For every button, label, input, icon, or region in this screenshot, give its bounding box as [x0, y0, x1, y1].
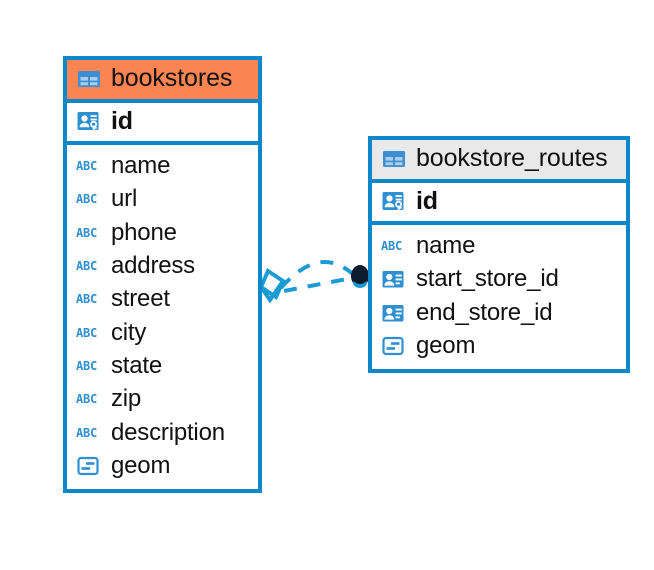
- abc-glyph: ABC: [381, 239, 403, 254]
- field-row-city[interactable]: ABC city: [67, 317, 258, 350]
- abc-glyph: ABC: [76, 359, 98, 374]
- field-label: street: [111, 285, 170, 313]
- field-row-street[interactable]: ABC street: [67, 283, 258, 316]
- text-field-icon: ABC: [76, 154, 102, 178]
- entity-table-bookstores[interactable]: bookstores id ABC: [63, 56, 262, 494]
- table-icon: [381, 147, 407, 171]
- entity-title: bookstores: [111, 64, 233, 92]
- field-list-bookstores: ABC name ABC url ABC phone ABC: [67, 145, 258, 489]
- text-field-icon: ABC: [381, 234, 407, 258]
- abc-glyph: ABC: [76, 292, 98, 307]
- field-label: name: [111, 152, 171, 179]
- text-field-icon: ABC: [76, 321, 102, 345]
- field-row-phone[interactable]: ABC phone: [67, 217, 258, 250]
- abc-glyph: ABC: [76, 259, 98, 274]
- abc-glyph: ABC: [76, 192, 98, 207]
- field-label: start_store_id: [416, 265, 559, 293]
- relationship-line-arc: [279, 260, 357, 290]
- text-field-icon: ABC: [76, 287, 102, 311]
- primary-key-icon: [76, 109, 102, 133]
- field-label: state: [111, 351, 163, 379]
- abc-glyph: ABC: [76, 225, 98, 240]
- filled-circle-marker: [351, 265, 369, 288]
- field-list-bookstore-routes: ABC name start_store_id: [372, 225, 626, 369]
- text-field-icon: ABC: [76, 221, 102, 245]
- geometry-field-icon: [76, 454, 102, 478]
- field-label: name: [416, 232, 476, 259]
- field-label: geom: [111, 451, 171, 479]
- field-row-geom[interactable]: geom: [67, 450, 258, 483]
- field-label: geom: [416, 331, 476, 359]
- entity-table-bookstore-routes[interactable]: bookstore_routes id ABC: [368, 136, 630, 374]
- text-field-icon: ABC: [76, 187, 102, 211]
- table-icon: [76, 67, 102, 91]
- field-row-name[interactable]: ABC name: [67, 150, 258, 183]
- primary-key-row[interactable]: id: [372, 178, 626, 225]
- field-label: description: [111, 418, 225, 446]
- relationship-line-straight: [283, 276, 353, 293]
- abc-glyph: ABC: [76, 159, 98, 174]
- entity-header-bookstores[interactable]: bookstores: [67, 60, 258, 99]
- field-row-start-store-id[interactable]: start_store_id: [372, 263, 626, 296]
- field-label: city: [111, 318, 147, 346]
- text-field-icon: ABC: [76, 254, 102, 278]
- field-row-zip[interactable]: ABC zip: [67, 383, 258, 416]
- primary-key-row[interactable]: id: [67, 98, 258, 145]
- field-label: zip: [111, 385, 142, 413]
- field-row-address[interactable]: ABC address: [67, 250, 258, 283]
- field-row-url[interactable]: ABC url: [67, 183, 258, 216]
- geometry-field-icon: [381, 334, 407, 358]
- text-field-icon: ABC: [76, 421, 102, 445]
- foreign-key-icon: [381, 267, 407, 291]
- field-row-geom[interactable]: geom: [372, 330, 626, 363]
- field-row-description[interactable]: ABC description: [67, 417, 258, 450]
- entity-title: bookstore_routes: [416, 144, 608, 172]
- zero-or-one-diamond-marker: [258, 268, 286, 304]
- abc-glyph: ABC: [76, 425, 98, 440]
- field-row-name[interactable]: ABC name: [372, 230, 626, 263]
- text-field-icon: ABC: [76, 354, 102, 378]
- field-label: address: [111, 251, 195, 279]
- primary-key-label: id: [416, 186, 438, 215]
- field-label: url: [111, 185, 138, 213]
- foreign-key-icon: [381, 301, 407, 325]
- text-field-icon: ABC: [76, 387, 102, 411]
- primary-key-label: id: [111, 106, 133, 135]
- abc-glyph: ABC: [76, 392, 98, 407]
- primary-key-icon: [381, 189, 407, 213]
- field-label: end_store_id: [416, 298, 553, 326]
- field-label: phone: [111, 218, 177, 246]
- abc-glyph: ABC: [76, 325, 98, 340]
- field-row-state[interactable]: ABC state: [67, 350, 258, 383]
- field-row-end-store-id[interactable]: end_store_id: [372, 297, 626, 330]
- entity-header-bookstore-routes[interactable]: bookstore_routes: [372, 140, 626, 179]
